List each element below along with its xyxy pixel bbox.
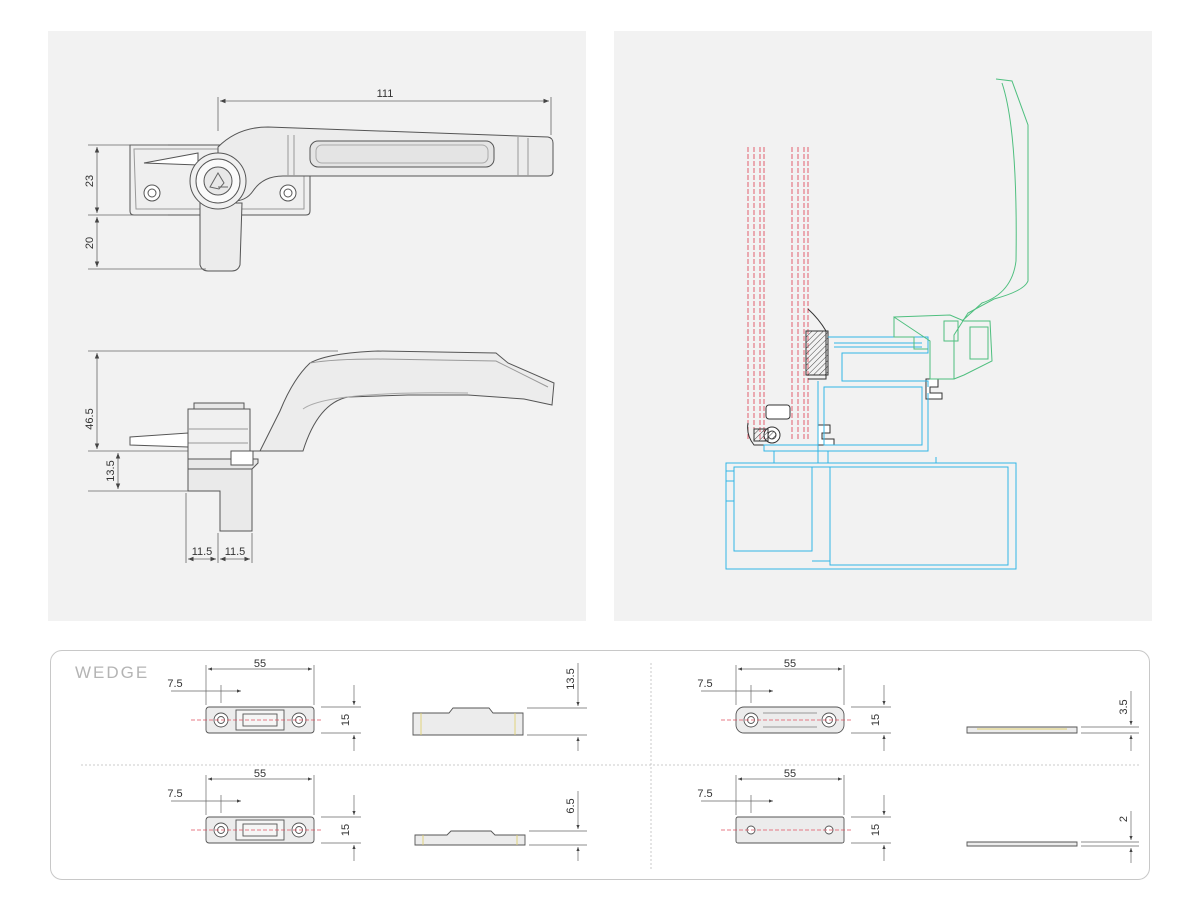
wedge-title: WEDGE — [75, 663, 150, 682]
section-drawing-svg — [725, 78, 1029, 570]
glazing-details — [747, 308, 943, 446]
handle-side-view — [129, 350, 555, 532]
wedge-2-thickness: 3.5 — [1118, 699, 1130, 714]
handle-drawing-svg: 111 23 20 46.5 13.5 11.5 11.5 — [84, 88, 555, 563]
frame-profiles — [725, 336, 1017, 570]
dim-width-111: 111 — [377, 88, 394, 100]
dim-lever-20: 20 — [84, 237, 96, 249]
wedge-1-thickness: 13.5 — [565, 668, 577, 689]
wedge-drawings-svg: 55 7.5 15 13.5 — [81, 658, 1141, 871]
handle-drawing-panel: 111 23 20 46.5 13.5 11.5 11.5 — [48, 31, 586, 621]
handle-top-view — [129, 126, 554, 272]
wedge-3-length: 55 — [254, 768, 266, 780]
wedge-2-length: 55 — [784, 658, 796, 670]
wedge-3 — [171, 775, 587, 861]
dim-height-46-5: 46.5 — [84, 408, 96, 429]
dim-left-11-5: 11.5 — [192, 546, 213, 558]
wedge-3-thickness: 6.5 — [565, 798, 577, 813]
wedge-4-thickness: 2 — [1118, 816, 1130, 822]
wedge-3-width: 15 — [340, 824, 352, 836]
dim-right-11-5: 11.5 — [225, 546, 246, 558]
wedge-4-offset: 7.5 — [697, 788, 712, 800]
wedge-4 — [701, 775, 1139, 863]
handle-section — [893, 78, 1029, 380]
section-drawing-panel — [614, 31, 1152, 621]
wedge-4-width: 15 — [870, 824, 882, 836]
glass-panes — [747, 147, 809, 439]
dim-base-13-5: 13.5 — [105, 460, 117, 481]
wedge-4-length: 55 — [784, 768, 796, 780]
wedge-1-width: 15 — [340, 714, 352, 726]
wedge-3-offset: 7.5 — [167, 788, 182, 800]
wedge-2 — [701, 665, 1139, 751]
wedge-2-width: 15 — [870, 714, 882, 726]
wedge-2-offset: 7.5 — [697, 678, 712, 690]
wedge-section: WEDGE — [50, 650, 1150, 880]
dim-plate-23: 23 — [84, 175, 96, 187]
wedge-1-length: 55 — [254, 658, 266, 670]
wedge-1-offset: 7.5 — [167, 678, 182, 690]
wedge-1 — [171, 663, 587, 751]
